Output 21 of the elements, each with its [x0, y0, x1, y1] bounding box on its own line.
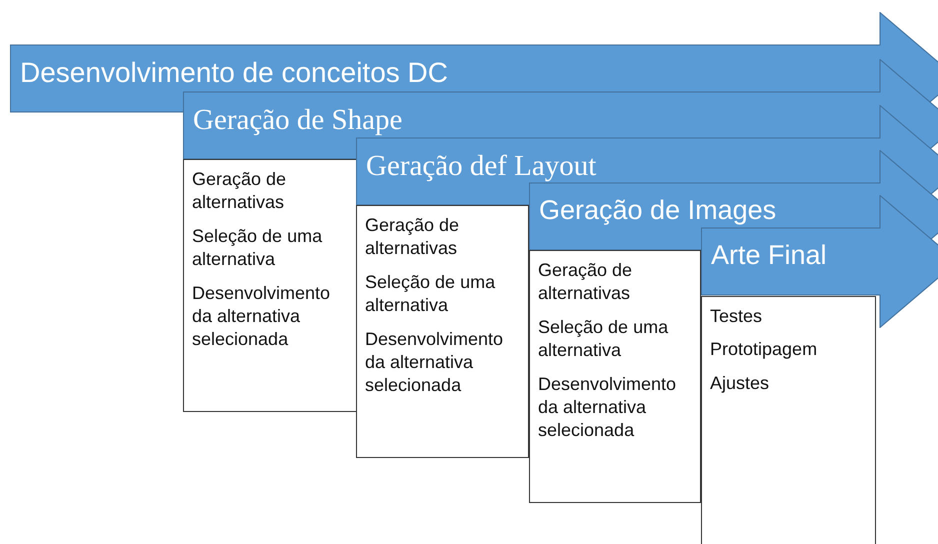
list-item: Desenvolvimento da alternativa selecionada: [192, 282, 332, 352]
list-item: Desenvolvimento da alternativa selecionada: [538, 372, 678, 442]
text-panel: [701, 296, 876, 544]
list-item: Ajustes: [710, 372, 770, 395]
list-item: Prototipagem: [710, 338, 818, 362]
list-item: Seleção de uma alternativa: [365, 270, 496, 318]
stage-title: Geração def Layout: [366, 152, 596, 181]
stage-title: Geração de Shape: [193, 106, 402, 135]
list-item: Geração de alternativas: [365, 214, 460, 260]
stage-title: Arte Final: [711, 242, 827, 269]
list-item: Geração de alternativas: [192, 168, 288, 214]
text-panel: [356, 205, 529, 458]
list-item: Seleção de uma alternativa: [192, 224, 324, 272]
text-panel: [529, 250, 701, 503]
list-item: Desenvolvimento da alternativa selecionada: [365, 328, 504, 398]
list-item: Geração de alternativas: [538, 259, 634, 306]
list-item: Seleção de uma alternativa: [538, 316, 670, 362]
stage-title: Geração de Images: [539, 197, 776, 224]
list-item: Testes: [710, 305, 764, 328]
text-panel: [183, 159, 357, 412]
stage-title: Desenvolvimento de conceitos DC: [20, 59, 448, 87]
